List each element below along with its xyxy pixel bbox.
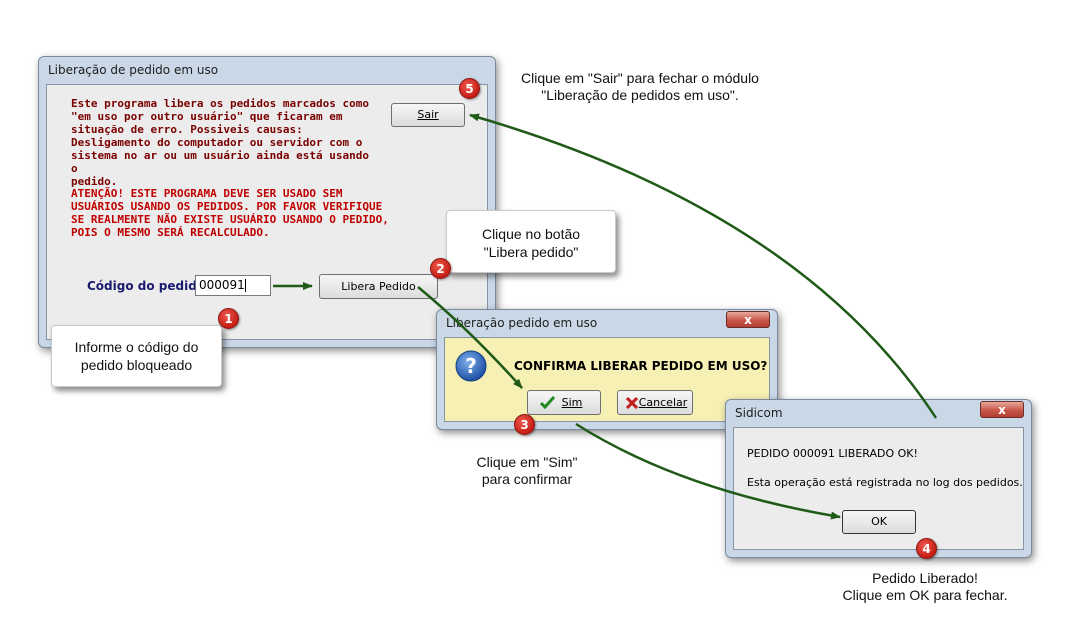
callout-informe-codigo: Informe o código do pedido bloqueado xyxy=(51,325,222,387)
warning-line: SE REALMENTE NÃO EXISTE USUÁRIO USANDO O… xyxy=(71,213,389,226)
ok-button[interactable]: OK xyxy=(842,510,916,534)
callout-clique-botao: Clique no botão "Libera pedido" xyxy=(446,210,616,273)
step-marker-3: 3 xyxy=(514,414,535,435)
codigo-value: 000091 xyxy=(199,278,245,292)
info-line: "em uso por outro usuário" que ficaram e… xyxy=(71,110,343,123)
main-window: Liberação de pedido em uso Este programa… xyxy=(38,56,496,348)
warning-line: ATENÇÃO! ESTE PROGRAMA DEVE SER USADO SE… xyxy=(71,187,343,200)
note-liberado: Pedido Liberado! Clique em OK para fecha… xyxy=(820,570,1030,604)
callout-line: pedido bloqueado xyxy=(80,357,193,373)
note-line: Clique em "Sim" xyxy=(476,454,578,470)
sidicom-message-1: PEDIDO 000091 LIBERADO OK! xyxy=(747,447,918,460)
note-sair: Clique em "Sair" para fechar o módulo "L… xyxy=(500,70,780,104)
info-line: situação de erro. Possiveis causas: xyxy=(71,123,303,136)
text-cursor xyxy=(244,279,246,292)
codigo-input[interactable]: 000091 xyxy=(195,275,271,296)
main-window-title: Liberação de pedido em uso xyxy=(48,63,219,77)
info-line: sistema no ar ou um usuário ainda está u… xyxy=(71,149,370,175)
confirm-question: CONFIRMA LIBERAR PEDIDO EM USO? xyxy=(514,359,768,373)
cancelar-button[interactable]: Cancelar xyxy=(617,390,693,415)
x-icon xyxy=(626,397,638,409)
info-text: Este programa libera os pedidos marcados… xyxy=(71,97,371,188)
cancelar-label: Cancelar xyxy=(638,396,688,409)
question-icon: ? xyxy=(455,350,487,382)
note-line: Clique em OK para fechar. xyxy=(842,587,1008,603)
codigo-label: Código do pedido: xyxy=(87,279,210,293)
callout-line: "Libera pedido" xyxy=(483,244,579,260)
sim-button[interactable]: Sim xyxy=(527,390,601,415)
libera-pedido-button[interactable]: Libera Pedido xyxy=(319,274,438,299)
sidicom-dialog: Sidicom x PEDIDO 000091 LIBERADO OK! Est… xyxy=(725,399,1032,558)
main-window-client: Este programa libera os pedidos marcados… xyxy=(46,84,488,340)
info-line: Este programa libera os pedidos marcados… xyxy=(71,97,370,110)
sidicom-dialog-client: PEDIDO 000091 LIBERADO OK! Esta operação… xyxy=(733,427,1024,550)
confirm-dialog-client: ? CONFIRMA LIBERAR PEDIDO EM USO? Sim Ca… xyxy=(444,337,770,422)
note-sim: Clique em "Sim" para confirmar xyxy=(452,454,602,488)
step-marker-1: 1 xyxy=(218,308,239,329)
callout-line: Clique no botão xyxy=(481,226,581,242)
close-icon[interactable]: x xyxy=(980,401,1024,418)
warning-line: USUÁRIOS USANDO OS PEDIDOS. POR FAVOR VE… xyxy=(71,200,383,213)
step-marker-5: 5 xyxy=(459,78,480,99)
note-line: Pedido Liberado! xyxy=(872,570,978,586)
warning-line: POIS O MESMO SERÁ RECALCULADO. xyxy=(71,226,270,239)
sidicom-message-2: Esta operação está registrada no log dos… xyxy=(747,476,1023,489)
step-marker-2: 2 xyxy=(430,258,451,279)
close-icon[interactable]: x xyxy=(726,311,770,328)
step-marker-4: 4 xyxy=(916,538,937,559)
info-line: Desligamento do computador ou servidor c… xyxy=(71,136,363,149)
checkmark-icon xyxy=(540,396,555,409)
note-line: "Liberação de pedidos em uso". xyxy=(541,87,739,103)
callout-line: Informe o código do xyxy=(74,339,199,355)
warning-text: ATENÇÃO! ESTE PROGRAMA DEVE SER USADO SE… xyxy=(71,187,461,239)
note-line: para confirmar xyxy=(481,471,573,487)
svg-text:?: ? xyxy=(465,354,477,378)
note-line: Clique em "Sair" para fechar o módulo xyxy=(521,70,759,86)
sair-button[interactable]: Sair xyxy=(391,103,465,127)
info-line: pedido. xyxy=(71,175,118,188)
sim-label: Sim xyxy=(561,396,583,409)
